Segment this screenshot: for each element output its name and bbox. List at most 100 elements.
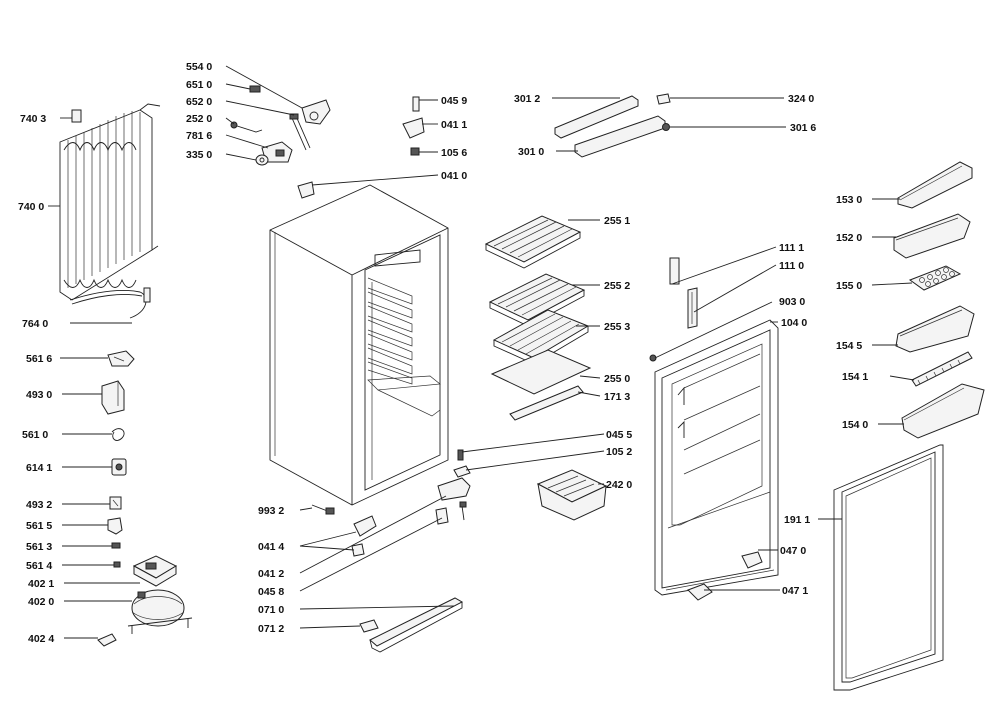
label-255-1: 255 1 — [604, 215, 630, 227]
label-041-2: 041 2 — [258, 568, 284, 580]
door-1040 — [654, 319, 779, 596]
label-155-0: 155 0 — [836, 280, 862, 292]
door-gasket-1911 — [833, 444, 944, 691]
label-301-6: 301 6 — [790, 122, 816, 134]
label-045-8: 045 8 — [258, 586, 284, 598]
part-0412 — [437, 477, 471, 501]
leader-lines — [48, 65, 915, 639]
part-6141 — [111, 458, 127, 476]
label-105-2: 105 2 — [606, 446, 632, 458]
part-4021 — [132, 555, 178, 587]
part-2520 — [230, 121, 263, 133]
shelf-2551 — [484, 215, 582, 269]
label-903-0: 903 0 — [779, 296, 805, 308]
label-652-0: 652 0 — [186, 96, 212, 108]
label-402-1: 402 1 — [28, 578, 54, 590]
part-1056 — [410, 147, 420, 156]
label-781-6: 781 6 — [186, 130, 212, 142]
label-764-0: 764 0 — [22, 318, 48, 330]
rail-3012 — [554, 95, 639, 139]
cabinet — [269, 184, 449, 506]
label-324-0: 324 0 — [788, 93, 814, 105]
label-041-1: 041 1 — [441, 119, 467, 131]
condenser-bracket — [71, 109, 82, 123]
part-0414 — [351, 515, 377, 557]
label-255-2: 255 2 — [604, 280, 630, 292]
part-0471 — [687, 583, 713, 601]
bar-1541 — [911, 351, 973, 387]
label-402-4: 402 4 — [28, 633, 54, 645]
label-993-2: 993 2 — [258, 505, 284, 517]
label-111-0: 111 0 — [779, 260, 804, 272]
part-3350 — [255, 154, 269, 166]
bin-1520 — [893, 213, 971, 259]
label-561-3: 561 3 — [26, 541, 52, 553]
label-561-4: 561 4 — [26, 560, 52, 572]
label-047-0: 047 0 — [780, 545, 806, 557]
part-0459 — [412, 96, 420, 112]
part-0411 — [402, 117, 425, 139]
label-041-4: 041 4 — [258, 541, 284, 553]
glass-shelf-2550 — [490, 349, 592, 395]
label-561-5: 561 5 — [26, 520, 52, 532]
label-154-1: 154 1 — [842, 371, 868, 383]
label-402-0: 402 0 — [28, 596, 54, 608]
label-045-9: 045 9 — [441, 95, 467, 107]
label-252-0: 252 0 — [186, 113, 212, 125]
part-0410 — [297, 181, 315, 199]
part-3240 — [656, 93, 671, 105]
label-335-0: 335 0 — [186, 149, 212, 161]
bin-1540 — [901, 383, 985, 439]
part-labels: 740 3 740 0 764 0 561 6 493 0 561 0 614 … — [18, 61, 868, 645]
hinge-1111 — [669, 257, 680, 285]
trim-1713 — [509, 385, 584, 421]
condenser-coil — [59, 103, 161, 301]
label-154-0: 154 0 — [842, 419, 868, 431]
part-9932 — [311, 504, 335, 515]
part-5613 — [111, 542, 121, 549]
label-105-6: 105 6 — [441, 147, 467, 159]
label-493-2: 493 2 — [26, 499, 52, 511]
label-301-0: 301 0 — [518, 146, 544, 158]
label-071-0: 071 0 — [258, 604, 284, 616]
part-3016 — [662, 123, 670, 131]
label-047-1: 047 1 — [782, 585, 808, 597]
egg-tray-1550 — [908, 265, 962, 291]
part-6520 — [289, 113, 311, 151]
label-153-0: 153 0 — [836, 194, 862, 206]
label-614-1: 614 1 — [26, 462, 52, 474]
label-301-2: 301 2 — [514, 93, 540, 105]
part-5610 — [111, 428, 125, 441]
label-493-0: 493 0 — [26, 389, 52, 401]
part-0455 — [457, 449, 464, 461]
label-041-0: 041 0 — [441, 170, 467, 182]
part-0458 — [435, 501, 467, 525]
label-255-3: 255 3 — [604, 321, 630, 333]
crisper-drawer-2420 — [536, 469, 608, 521]
label-104-0: 104 0 — [781, 317, 807, 329]
part-5614 — [113, 561, 121, 568]
label-740-0: 740 0 — [18, 201, 44, 213]
label-255-0: 255 0 — [604, 373, 630, 385]
compressor — [127, 589, 193, 634]
label-554-0: 554 0 — [186, 61, 212, 73]
part-4932 — [109, 496, 122, 510]
label-045-5: 045 5 — [606, 429, 632, 441]
label-191-1: 191 1 — [784, 514, 810, 526]
label-561-0: 561 0 — [22, 429, 48, 441]
label-740-3: 740 3 — [20, 113, 46, 125]
label-071-2: 071 2 — [258, 623, 284, 635]
part-5540 — [301, 99, 331, 125]
part-0712 — [359, 619, 379, 633]
hinge-1110 — [687, 287, 698, 329]
label-561-6: 561 6 — [26, 353, 52, 365]
bin-1530 — [897, 161, 973, 209]
part-5616 — [107, 350, 135, 367]
part-6510 — [249, 85, 261, 93]
part-4024 — [97, 633, 117, 647]
bin-1545 — [895, 305, 975, 353]
part-0710 — [369, 597, 464, 653]
part-5615 — [107, 517, 123, 535]
part-0470 — [741, 551, 763, 569]
